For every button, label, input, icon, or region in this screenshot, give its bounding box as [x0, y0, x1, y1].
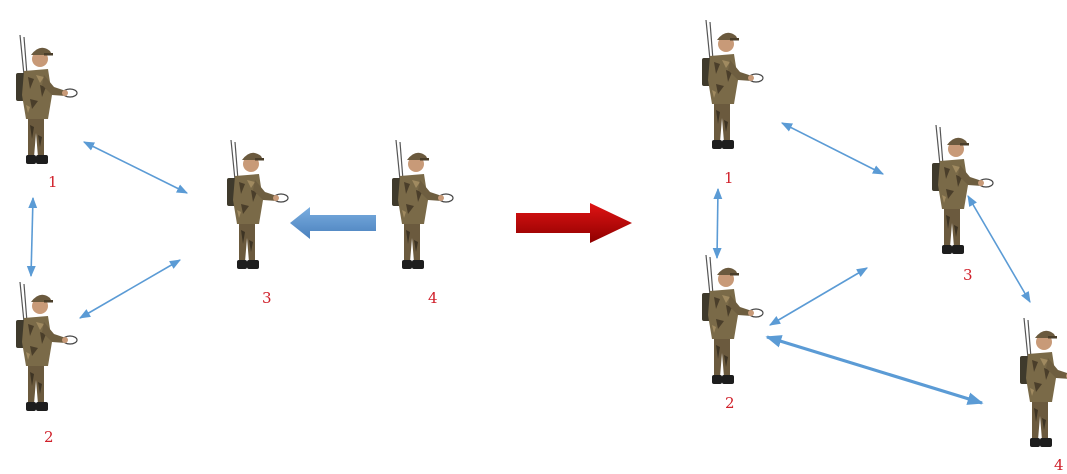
soldier-2: 2 [701, 254, 764, 412]
soldier-4: 4 [391, 139, 454, 307]
soldier-1: 1 [701, 19, 764, 187]
link-2-3 [769, 267, 868, 326]
link-3-4 [967, 195, 1031, 303]
soldier-4-label: 4 [1054, 456, 1064, 474]
left-panel: 1 2 3 4 [15, 34, 454, 446]
soldier-2-label: 2 [725, 394, 735, 412]
link-1-2 [712, 187, 723, 260]
soldier-3-label: 3 [963, 266, 973, 284]
transition-arrow [516, 203, 632, 243]
soldier-4-label: 4 [428, 289, 438, 307]
join-arrow [290, 207, 376, 239]
link-1-3 [781, 122, 884, 175]
soldier-2: 2 [15, 281, 78, 446]
soldier-3: 3 [931, 124, 994, 284]
link-1-2 [26, 196, 38, 278]
link-2-3 [79, 259, 181, 319]
soldier-2-label: 2 [44, 428, 54, 446]
link-1-3 [82, 141, 189, 194]
soldier-1-label: 1 [724, 169, 734, 187]
right-links [712, 122, 1031, 405]
link-2-4 [765, 335, 984, 405]
left-links [26, 141, 189, 319]
soldier-3-label: 3 [262, 289, 272, 307]
right-panel: 1 2 3 4 [701, 19, 1067, 474]
soldier-3: 3 [226, 139, 289, 307]
soldier-1-label: 1 [48, 173, 58, 191]
soldier-1: 1 [15, 34, 78, 191]
soldier-4: 4 [1019, 317, 1067, 474]
